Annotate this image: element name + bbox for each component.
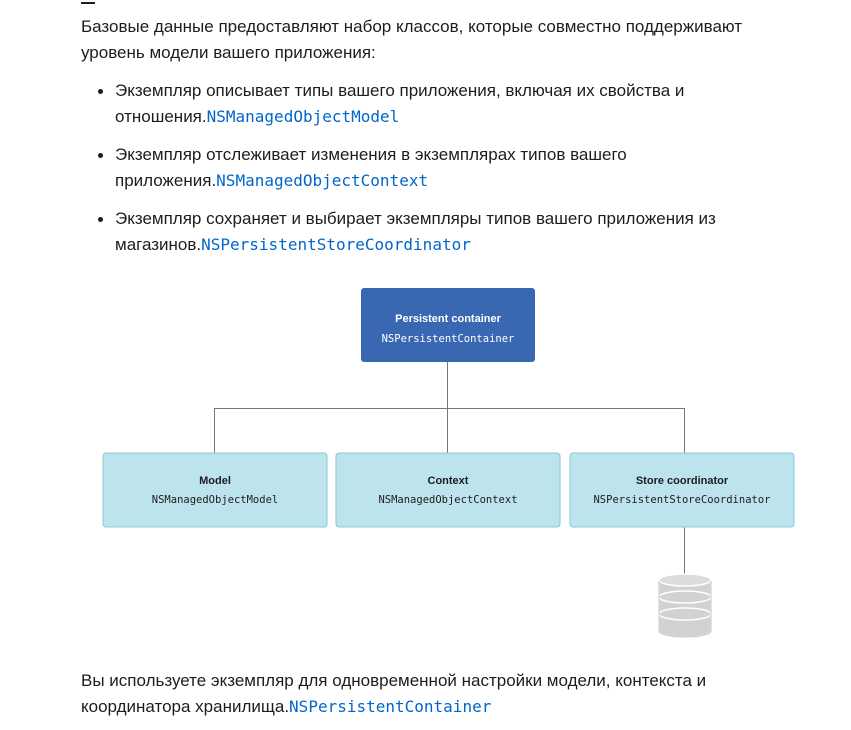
code-link-managed-object-model[interactable]: NSManagedObjectModel: [206, 107, 400, 126]
code-link-persistent-container[interactable]: NSPersistentContainer: [289, 697, 492, 716]
diagram-connectors: [214, 362, 685, 575]
context-title: Context: [428, 475, 469, 487]
database-icon: [658, 573, 712, 638]
model-title: Model: [199, 475, 231, 487]
code-link-managed-object-context[interactable]: NSManagedObjectContext: [216, 171, 429, 190]
bullet-icon: [98, 89, 103, 94]
code-link-persistent-store-coordinator[interactable]: NSPersistentStoreCoordinator: [201, 235, 471, 254]
store-coordinator-code: NSPersistentStoreCoordinator: [593, 494, 770, 506]
list-item: Экземпляр описывает типы вашего приложен…: [81, 78, 761, 130]
intro-paragraph: Базовые данные предоставляют набор класс…: [81, 17, 743, 62]
context-code: NSManagedObjectContext: [378, 494, 517, 506]
class-list: Экземпляр описывает типы вашего приложен…: [81, 78, 761, 270]
persistent-container-code: NSPersistentContainer: [382, 333, 515, 345]
store-coordinator-title: Store coordinator: [636, 475, 729, 487]
outro-text: Вы используете экземпляр для одновременн…: [81, 671, 707, 716]
list-item-text: Экземпляр описывает типы вашего приложен…: [115, 81, 685, 126]
model-node: Model NSManagedObjectModel: [102, 452, 328, 528]
persistent-container-node: Persistent container NSPersistentContain…: [361, 288, 535, 362]
list-item-text: Экземпляр сохраняет и выбирает экземпляр…: [115, 209, 716, 254]
list-item: Экземпляр сохраняет и выбирает экземпляр…: [81, 206, 761, 258]
persistent-container-title: Persistent container: [395, 313, 501, 325]
store-coordinator-node: Store coordinator NSPersistentStoreCoord…: [569, 452, 795, 528]
context-node: Context NSManagedObjectContext: [335, 452, 561, 528]
bullet-icon: [98, 217, 103, 222]
cutoff-text-fragment: [81, 0, 95, 4]
bullet-icon: [98, 153, 103, 158]
outro-paragraph: Вы используете экземпляр для одновременн…: [81, 668, 781, 720]
list-item: Экземпляр отслеживает изменения в экземп…: [81, 142, 761, 194]
list-item-text: Экземпляр отслеживает изменения в экземп…: [115, 145, 627, 190]
model-code: NSManagedObjectModel: [152, 494, 278, 506]
